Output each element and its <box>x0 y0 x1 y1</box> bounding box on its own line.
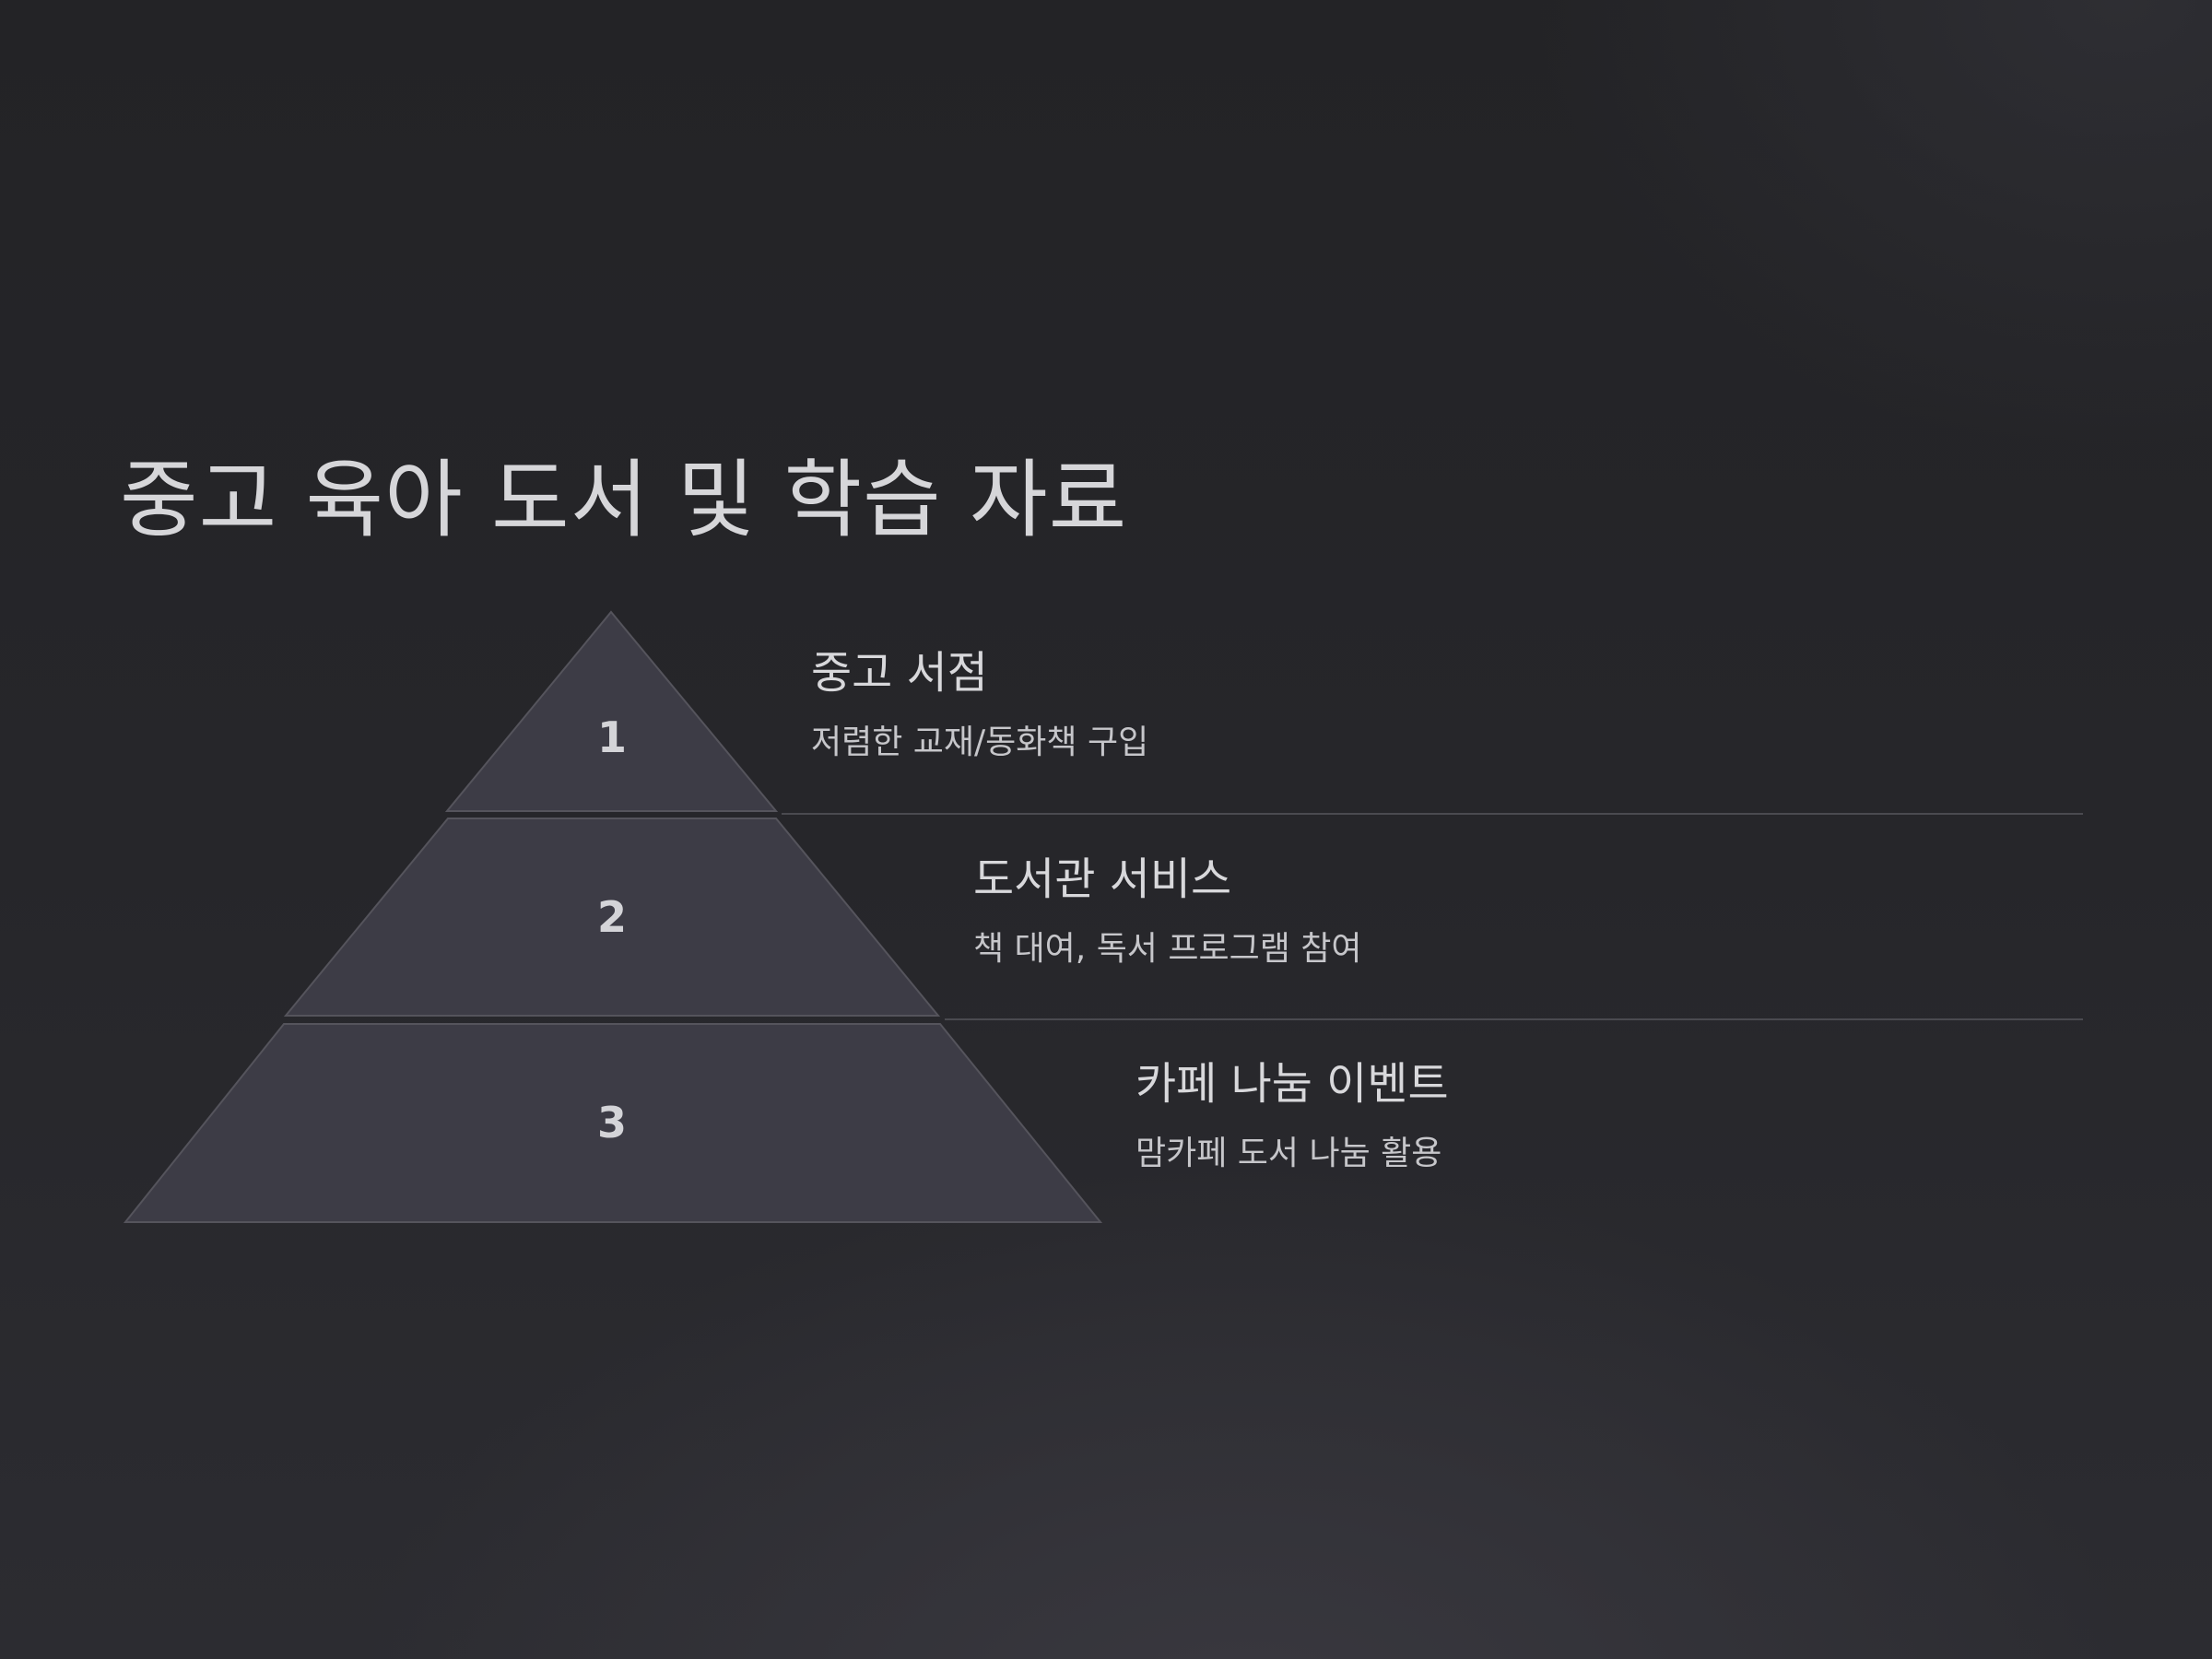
tier-description-2: 책 대여, 독서 프로그램 참여 <box>973 930 1362 968</box>
tier-number-2: 2 <box>597 892 627 942</box>
tier-divider-1 <box>782 813 2083 815</box>
tier-description-3: 맘카페 도서 나눔 활용 <box>1135 1135 1442 1172</box>
pyramid-tier-1 <box>444 610 779 812</box>
tier-heading-2: 도서관 서비스 <box>973 853 1232 905</box>
pyramid-tier-2 <box>283 818 941 1017</box>
tier-number-3: 3 <box>597 1098 627 1147</box>
tier-number-1: 1 <box>597 712 627 762</box>
tier-label-3: 카페 나눔 이벤트 맘카페 도서 나눔 활용 <box>1135 1062 1449 1171</box>
tier-heading-1: 중고 서점 <box>811 647 988 699</box>
page-title: 중고 육아 도서 및 학습 자료 <box>120 451 1128 549</box>
tier-divider-2 <box>945 1018 2083 1020</box>
tier-label-1: 중고 서점 저렴한 교재/동화책 구입 <box>811 651 1148 759</box>
pyramid-tier-3 <box>123 1023 1103 1223</box>
tier-label-2: 도서관 서비스 책 대여, 독서 프로그램 참여 <box>973 857 1362 966</box>
tier-description-1: 저렴한 교재/동화책 구입 <box>811 724 1149 761</box>
tier-heading-3: 카페 나눔 이벤트 <box>1135 1058 1449 1110</box>
